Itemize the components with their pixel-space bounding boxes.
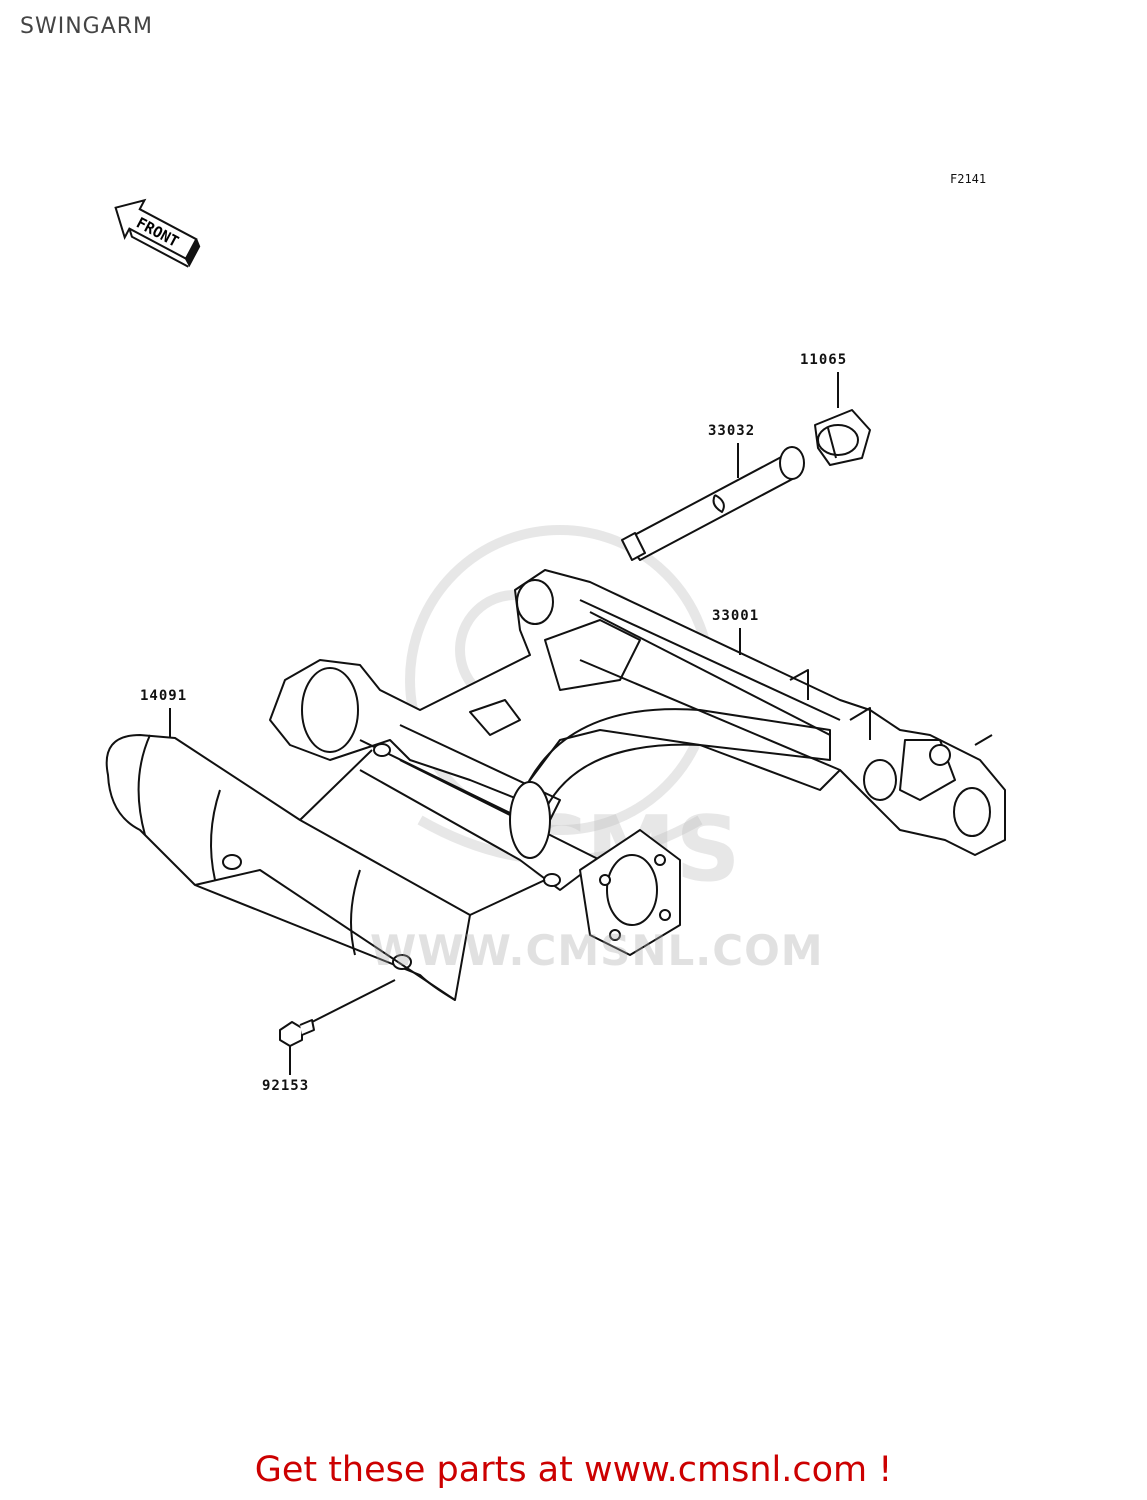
bearing-cap-11065 <box>814 409 871 466</box>
part-label-92153: 92153 <box>262 1078 310 1094</box>
part-label-11065: 11065 <box>800 352 848 368</box>
figure-code: F2141 <box>950 172 987 186</box>
watermark-url: WWW.CMSNL.COM <box>370 926 824 975</box>
cta-link[interactable]: Get these parts at www.cmsnl.com ! <box>254 1450 893 1490</box>
bolt-92153 <box>279 1019 315 1047</box>
cover-14091 <box>105 734 471 1001</box>
part-label-14091: 14091 <box>140 688 188 704</box>
pivot-shaft-33032 <box>621 446 805 561</box>
part-label-33001: 33001 <box>712 608 760 624</box>
swingarm-33001 <box>269 569 1006 956</box>
page-title: SWINGARM <box>20 14 154 39</box>
front-direction-arrow: FRONT <box>114 198 201 268</box>
part-label-33032: 33032 <box>708 423 756 439</box>
